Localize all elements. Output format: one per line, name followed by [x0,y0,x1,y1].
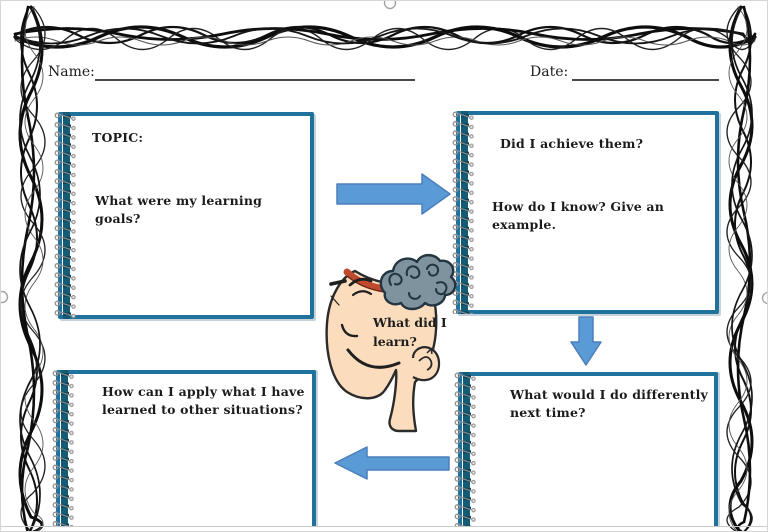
box-differently[interactable]: What would I do differently next time? [453,372,718,527]
name-field-line[interactable] [95,79,415,81]
box-topic-goals[interactable]: TOPIC: What were my learning goals? [53,112,314,319]
spiral-binding-icon [51,370,77,527]
arrow-left-icon [334,446,450,480]
resize-handle-right[interactable] [761,291,768,305]
face-features [329,277,401,369]
ear-inner-curl [418,356,433,371]
resize-handle-left[interactable] [0,290,9,304]
date-label: Date: [530,64,569,80]
arrow-right-icon [336,173,451,215]
achieve-question: Did I achieve them? [500,136,644,151]
ear-icon [411,346,441,382]
spiral-binding-icon [453,372,479,527]
differently-question: What would I do differently next time? [510,387,709,421]
goals-question: What were my learning goals? [95,193,263,227]
topic-title: TOPIC: [92,130,144,145]
brain-icon [379,253,457,311]
brain-swirls [388,263,448,300]
box-achieve[interactable]: Did I achieve them? How do I know? Give … [451,111,719,314]
ear-mark [426,347,433,355]
apply-question: How can I apply what I have learned to o… [102,384,305,418]
page-edge-line [1,526,767,527]
name-label: Name: [48,64,95,80]
date-field-line[interactable] [572,79,719,81]
spiral-binding-icon [53,112,79,319]
rotation-handle[interactable] [383,0,397,10]
box-apply[interactable]: How can I apply what I have learned to o… [51,370,316,527]
open-head-brain-illustration [325,253,457,433]
arrow-down-icon [570,316,602,366]
center-caption: What did I learn? [373,315,447,349]
example-question: How do I know? Give an example. [492,199,664,233]
